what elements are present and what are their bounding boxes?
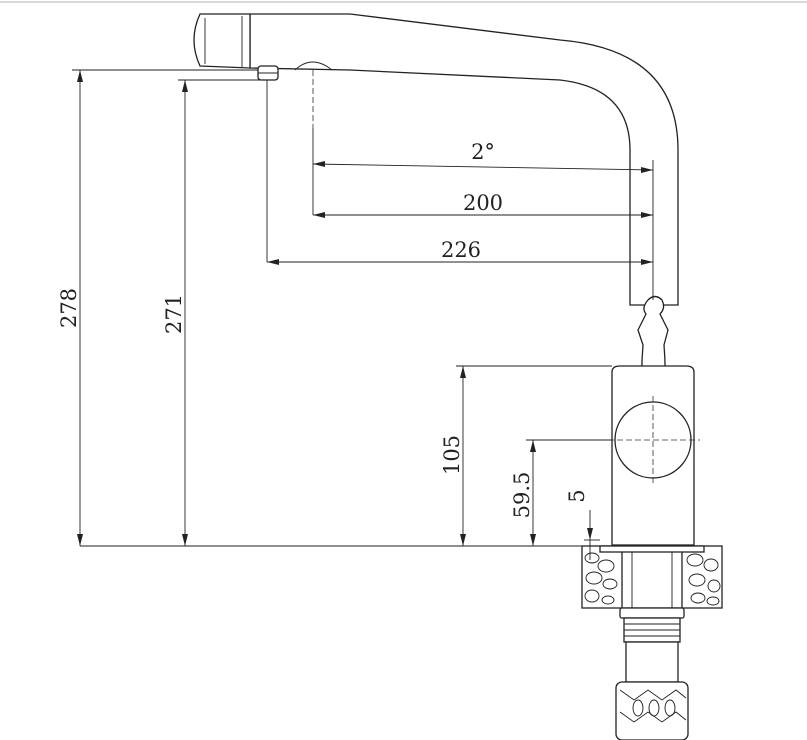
countertop-section [80, 545, 723, 740]
dim-278-label: 278 [57, 288, 81, 328]
dimension-lines [72, 69, 654, 560]
dim-5-label: 5 [565, 489, 589, 502]
mount-stud [625, 641, 679, 683]
spout-outlet-2 [294, 61, 333, 71]
lock-nut [619, 607, 685, 619]
fitting-hole-1 [632, 699, 644, 717]
fitting-hole-3 [664, 699, 676, 717]
dim-200-label: 200 [463, 191, 503, 215]
dim-angle-line [312, 163, 654, 171]
base-flange [599, 545, 705, 553]
hose-fitting [615, 681, 689, 740]
dim-59-5-label: 59.5 [510, 472, 534, 519]
dim-angle-label: 2° [471, 140, 495, 164]
dimension-arrows [77, 70, 653, 546]
fitting-knurl-2 [619, 711, 687, 723]
dim-226-label: 226 [441, 238, 481, 262]
fitting-hole-2 [648, 699, 660, 717]
fitting-knurl-1 [619, 689, 687, 701]
spout-tube [249, 13, 679, 306]
dim-105-label: 105 [440, 435, 464, 475]
mount-shank [621, 545, 683, 609]
faucet-outline [193, 13, 700, 546]
stone-texture [584, 552, 721, 606]
dim-271-label: 271 [162, 294, 186, 334]
